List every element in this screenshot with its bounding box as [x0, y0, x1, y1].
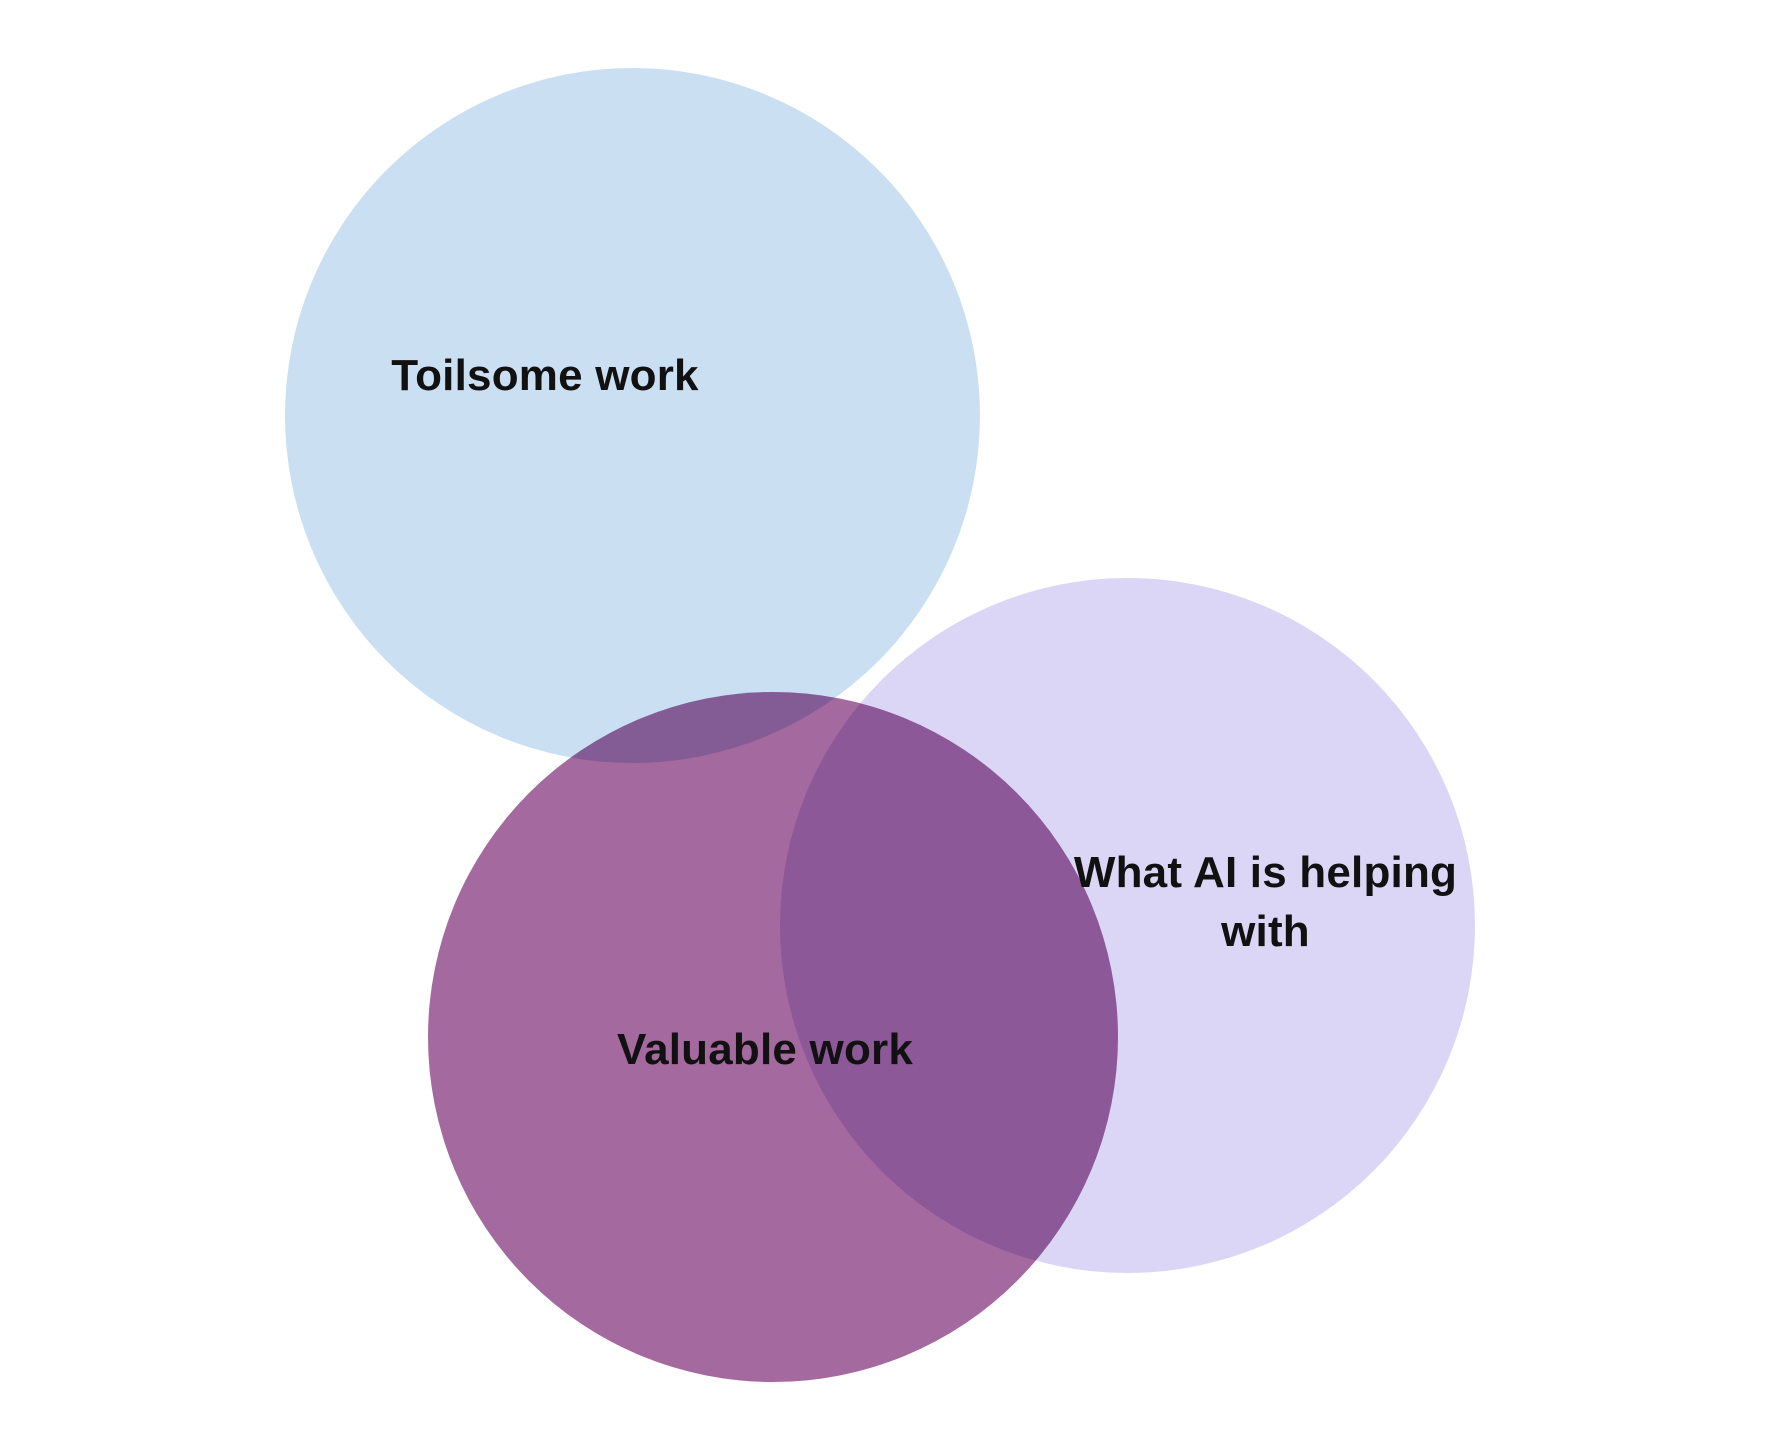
label-toilsome-work: Toilsome work	[391, 351, 699, 400]
circle-valuable-work	[428, 692, 1118, 1382]
label-what-ai-is-helping-with: What AI is helping with	[1073, 848, 1458, 957]
circle-toilsome-work	[285, 68, 980, 763]
label-valuable-work: Valuable work	[616, 1025, 914, 1074]
